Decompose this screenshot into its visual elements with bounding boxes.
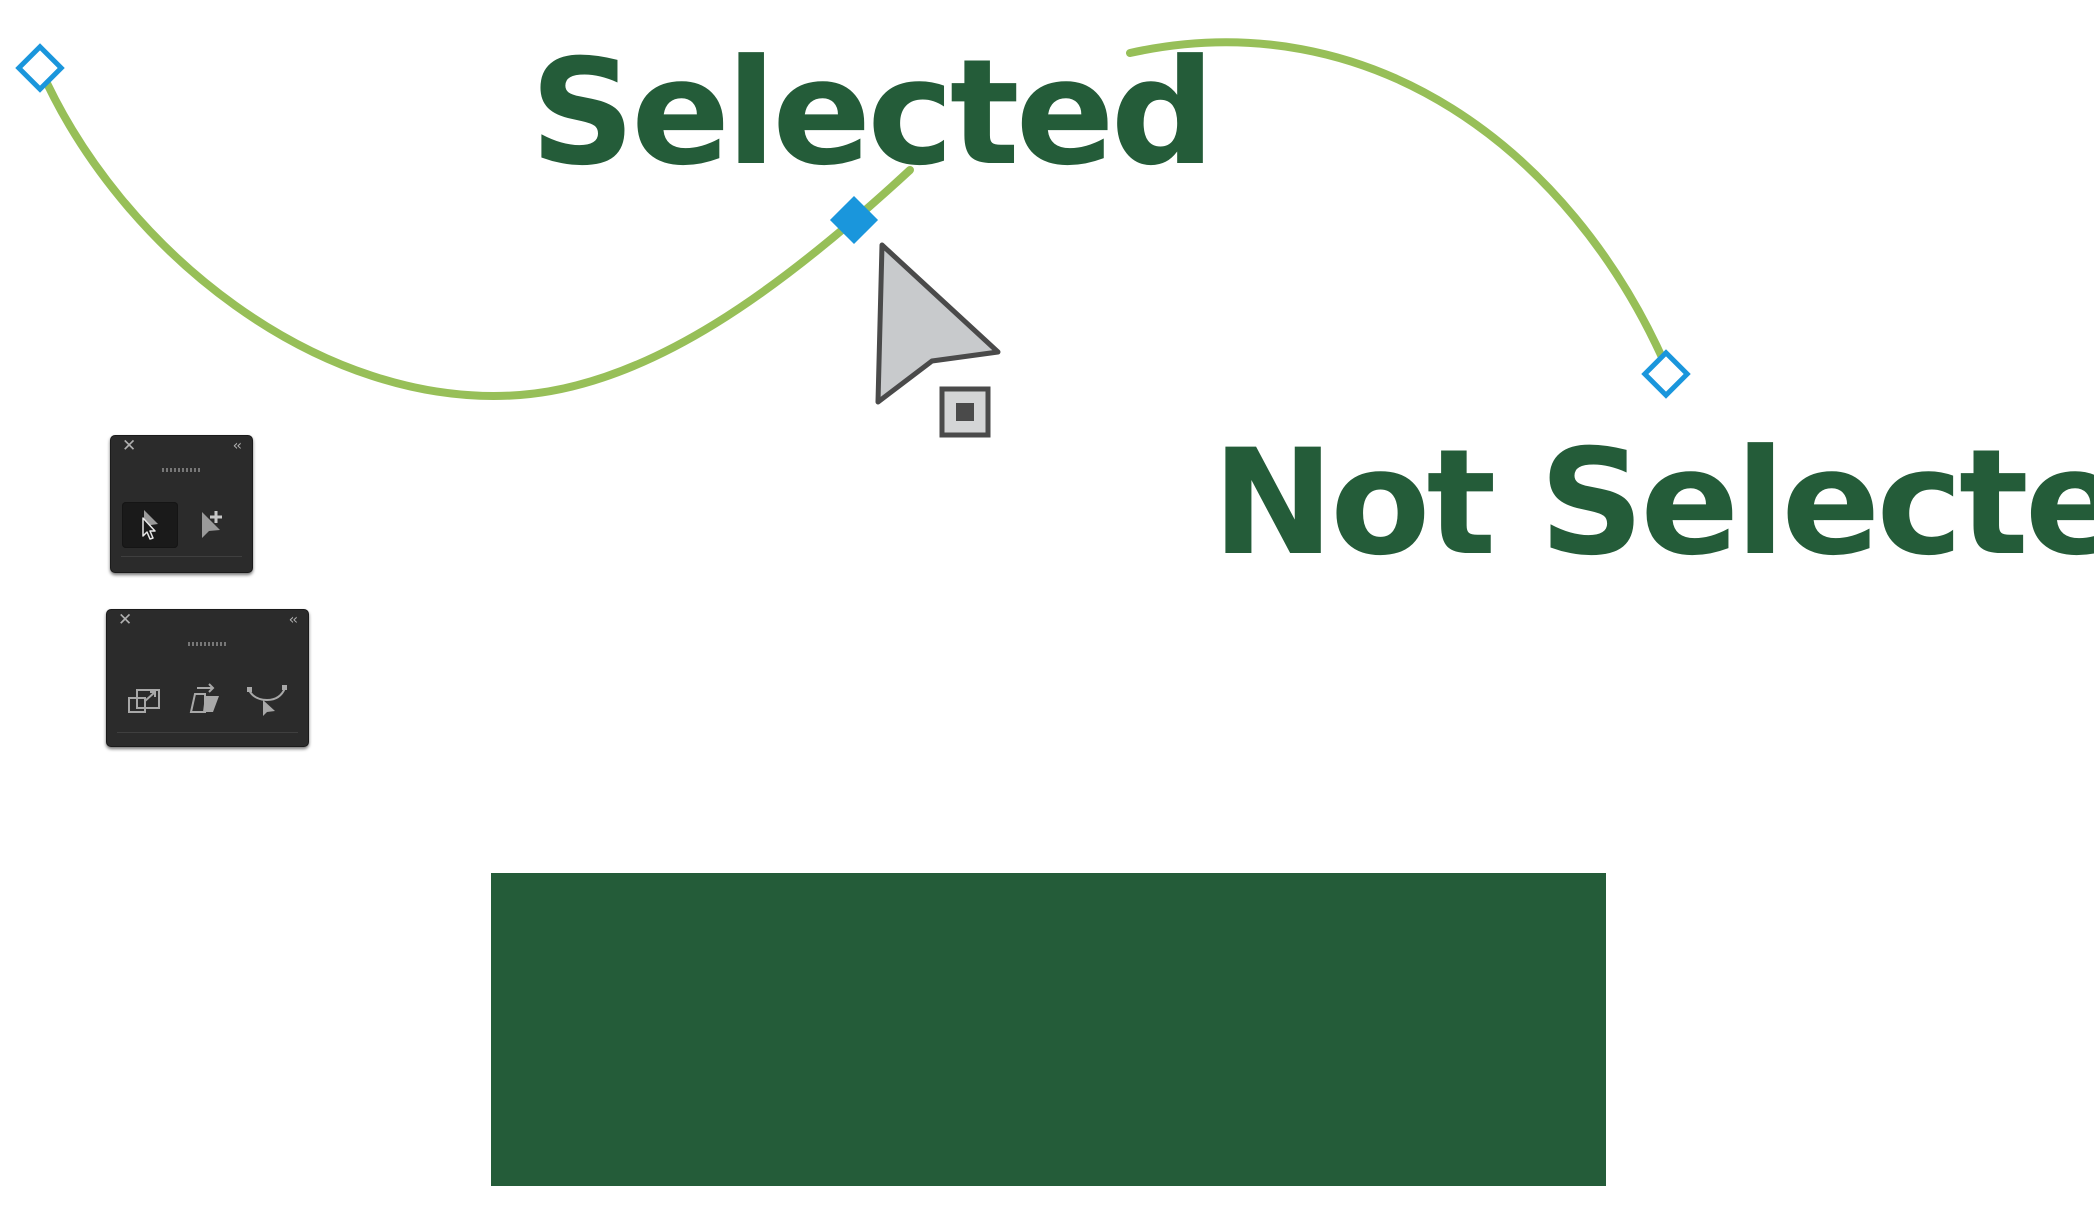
panel-header: ✕ ‹‹	[107, 610, 308, 630]
anchor-point-start-icon[interactable]	[15, 43, 65, 93]
not-selected-path-curve[interactable]	[1126, 38, 1669, 368]
shear-icon	[189, 683, 219, 713]
collapse-icon[interactable]: ‹‹	[288, 612, 298, 628]
panel-grip-handle[interactable]	[161, 468, 202, 472]
selection-tools-panel: ✕ ‹‹	[110, 435, 253, 573]
panel-header: ✕ ‹‹	[111, 436, 252, 456]
close-icon[interactable]: ✕	[118, 610, 133, 630]
reshape-icon	[247, 685, 287, 716]
anchor-point-end-icon[interactable]	[1641, 349, 1691, 399]
label-selected: Selected	[530, 28, 1211, 198]
close-icon[interactable]: ✕	[122, 436, 137, 456]
selection-arrow-cursor-icon	[875, 242, 1001, 405]
green-rectangle-shape[interactable]	[491, 873, 1606, 1186]
panel-divider	[117, 732, 298, 733]
transform-tools-panel: ✕ ‹‹	[106, 609, 309, 747]
selected-path-curve[interactable]	[36, 64, 914, 400]
scale-tool-button[interactable]	[117, 678, 173, 724]
shear-tool-button[interactable]	[179, 678, 235, 724]
arrow-plus-icon	[202, 511, 222, 538]
scale-icon	[128, 689, 160, 713]
anchor-point-selected-icon[interactable]	[829, 195, 879, 245]
panel-grip-handle[interactable]	[187, 642, 228, 646]
panel-divider	[121, 556, 242, 557]
selection-tool-button[interactable]	[122, 502, 178, 548]
arrow-cursor-icon	[142, 510, 158, 540]
reshape-tool-button[interactable]	[239, 678, 295, 724]
anchor-point-badge-icon	[939, 386, 991, 438]
collapse-icon[interactable]: ‹‹	[232, 438, 242, 454]
direct-selection-plus-tool-button[interactable]	[185, 502, 241, 548]
label-not-selected: Not Selected	[1212, 418, 2094, 588]
